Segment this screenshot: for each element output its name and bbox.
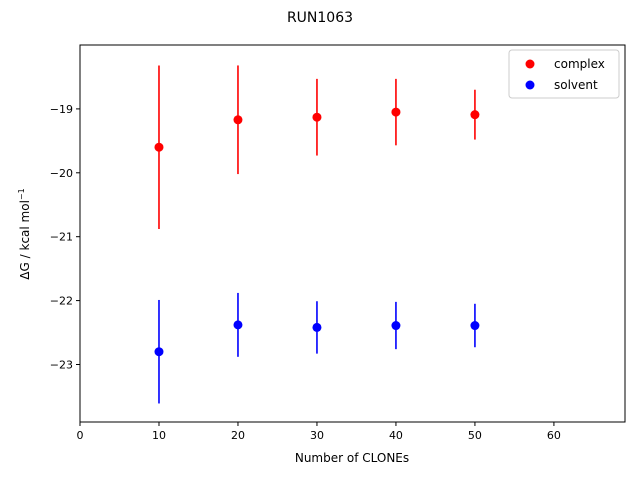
solvent-point [312,322,322,332]
x-tick-label: 0 [77,429,84,442]
complex-point [391,107,401,117]
complex-point [312,112,322,122]
plot-area [154,65,480,404]
x-tick-label: 20 [231,429,245,442]
x-tick-label: 60 [547,429,561,442]
complex-point [470,110,480,120]
solvent-point [391,321,401,331]
y-tick-label: −22 [50,295,73,308]
legend: complex solvent [508,49,620,99]
solvent-point [233,320,243,330]
legend-frame [508,49,620,99]
y-axis-label-text: ΔG / kcal mol [18,200,32,280]
axes-frame [79,44,626,423]
x-tick-label: 40 [389,429,403,442]
y-axis-label-superscript: −1 [17,188,26,200]
y-tick-label: −23 [50,358,73,371]
complex-point [233,115,243,125]
x-tick-label: 30 [310,429,324,442]
x-axis-label: Number of CLONEs [295,451,409,465]
x-tick-label: 10 [152,429,166,442]
complex-point [154,142,164,152]
legend-label-complex: complex [554,57,605,71]
chart-title: RUN1063 [287,10,353,26]
x-tick-label: 50 [468,429,482,442]
legend-marker-complex [525,59,535,69]
legend-label-solvent: solvent [554,78,598,92]
axis-ticks: 0 10 20 30 40 50 60 −23 −22 −21 −20 −19 [50,103,561,442]
y-axis-label: ΔG / kcal mol−1 [17,188,32,279]
legend-marker-solvent [525,80,535,90]
solvent-point [470,321,480,331]
y-tick-label: −20 [50,167,73,180]
y-tick-label: −19 [50,103,73,116]
y-tick-label: −21 [50,231,73,244]
solvent-point [154,347,164,357]
